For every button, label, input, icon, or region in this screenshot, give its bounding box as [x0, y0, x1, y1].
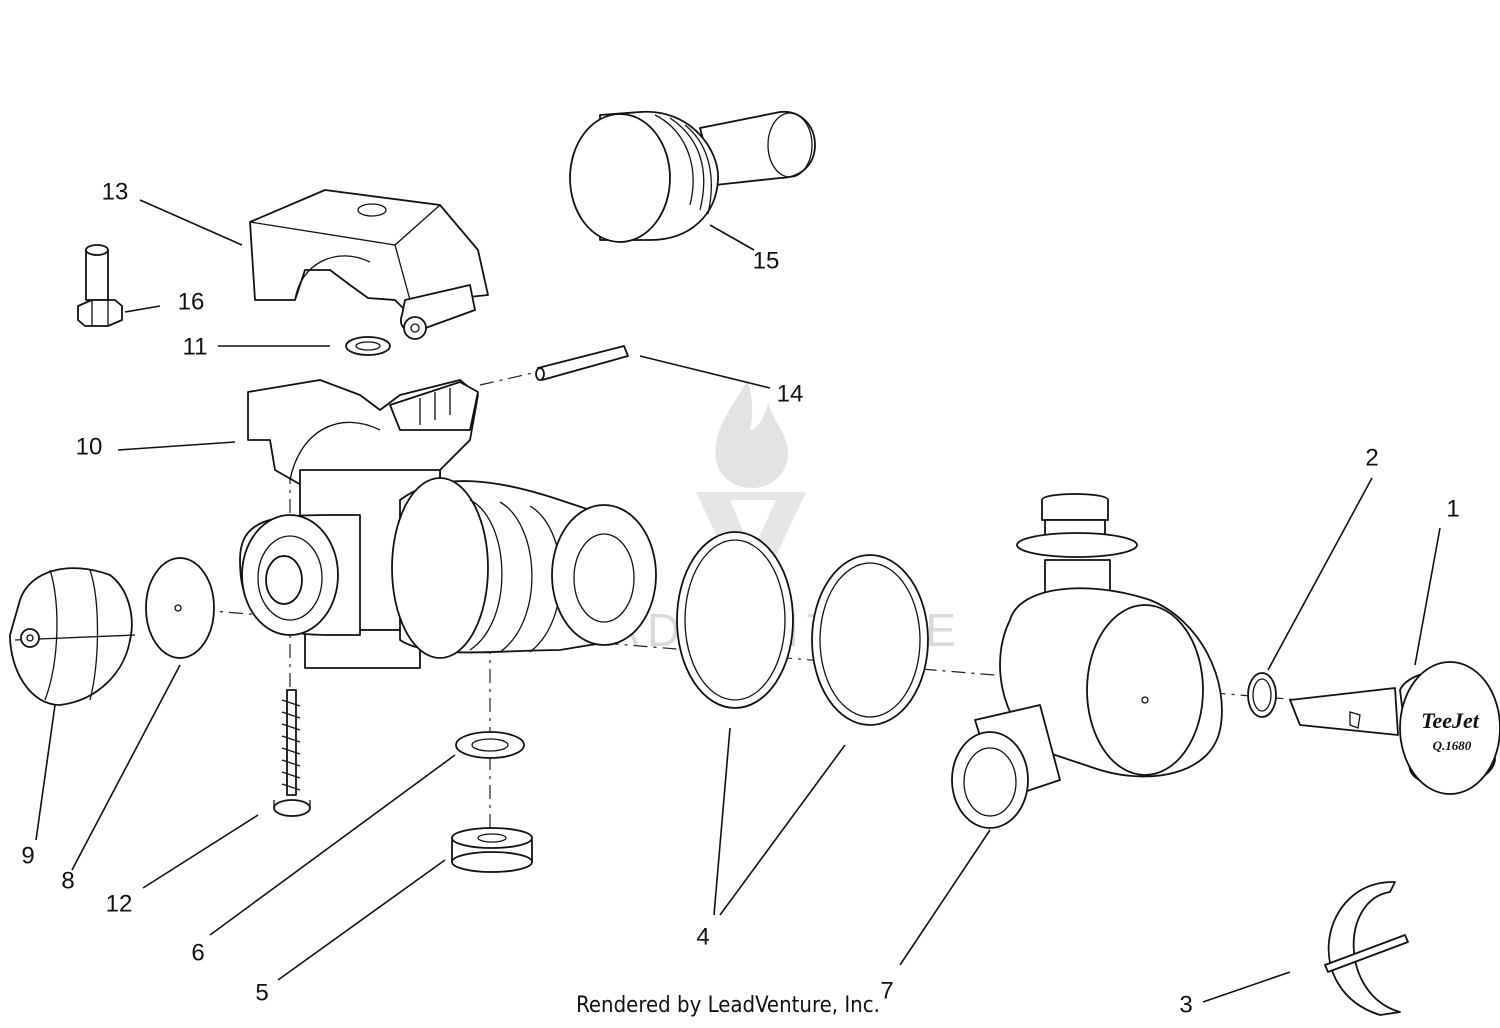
- callout-4: 4: [696, 923, 709, 950]
- part-4-o-rings: [676, 531, 929, 726]
- callout-1: 1: [1446, 495, 1459, 522]
- callout-3: 3: [1179, 991, 1192, 1018]
- callout-13: 13: [102, 178, 129, 205]
- part-8-diaphragm: [145, 557, 215, 659]
- callout-9: 9: [21, 842, 34, 869]
- callout-7: 7: [880, 977, 893, 1004]
- nozzle-model-label: Q.1680: [1433, 738, 1472, 753]
- part-15-hose-fitting: [569, 111, 816, 243]
- callout-16: 16: [178, 288, 205, 315]
- callout-5: 5: [255, 979, 268, 1006]
- callout-2: 2: [1365, 444, 1378, 471]
- leader-lines: [35, 199, 1441, 1003]
- nozzle-brand-label: TeeJet: [1421, 708, 1480, 733]
- part-1-nozzle-tip: TeeJet Q.1680: [1289, 661, 1500, 795]
- callout-8: 8: [61, 867, 74, 894]
- callout-11: 11: [183, 333, 208, 360]
- part-14-pin: [535, 345, 629, 381]
- callout-14: 14: [777, 380, 804, 407]
- part-12-screw: [273, 689, 311, 817]
- part-7-outlet-body: [951, 493, 1223, 829]
- part-5-spacer: [451, 827, 533, 873]
- part-6-washer: [455, 731, 525, 759]
- callout-12: 12: [106, 890, 133, 917]
- part-3-retaining-clip: [1324, 881, 1409, 1016]
- callout-15: 15: [753, 247, 780, 274]
- render-credit: Rendered by LeadVenture, Inc.: [576, 993, 880, 1018]
- callout-6: 6: [191, 939, 204, 966]
- part-11-washer: [345, 336, 391, 356]
- callout-labels: 1 2 3 4 5 6 7 8 9 10 11 12 13 14 15 16: [21, 178, 1459, 1018]
- part-10-valve-body: [239, 379, 657, 669]
- part-16-bolt: [77, 244, 123, 327]
- part-2-o-ring: [1247, 672, 1277, 718]
- part-9-knob: [9, 567, 136, 706]
- part-13-upper-clamp: [249, 189, 489, 340]
- callout-10: 10: [76, 433, 103, 460]
